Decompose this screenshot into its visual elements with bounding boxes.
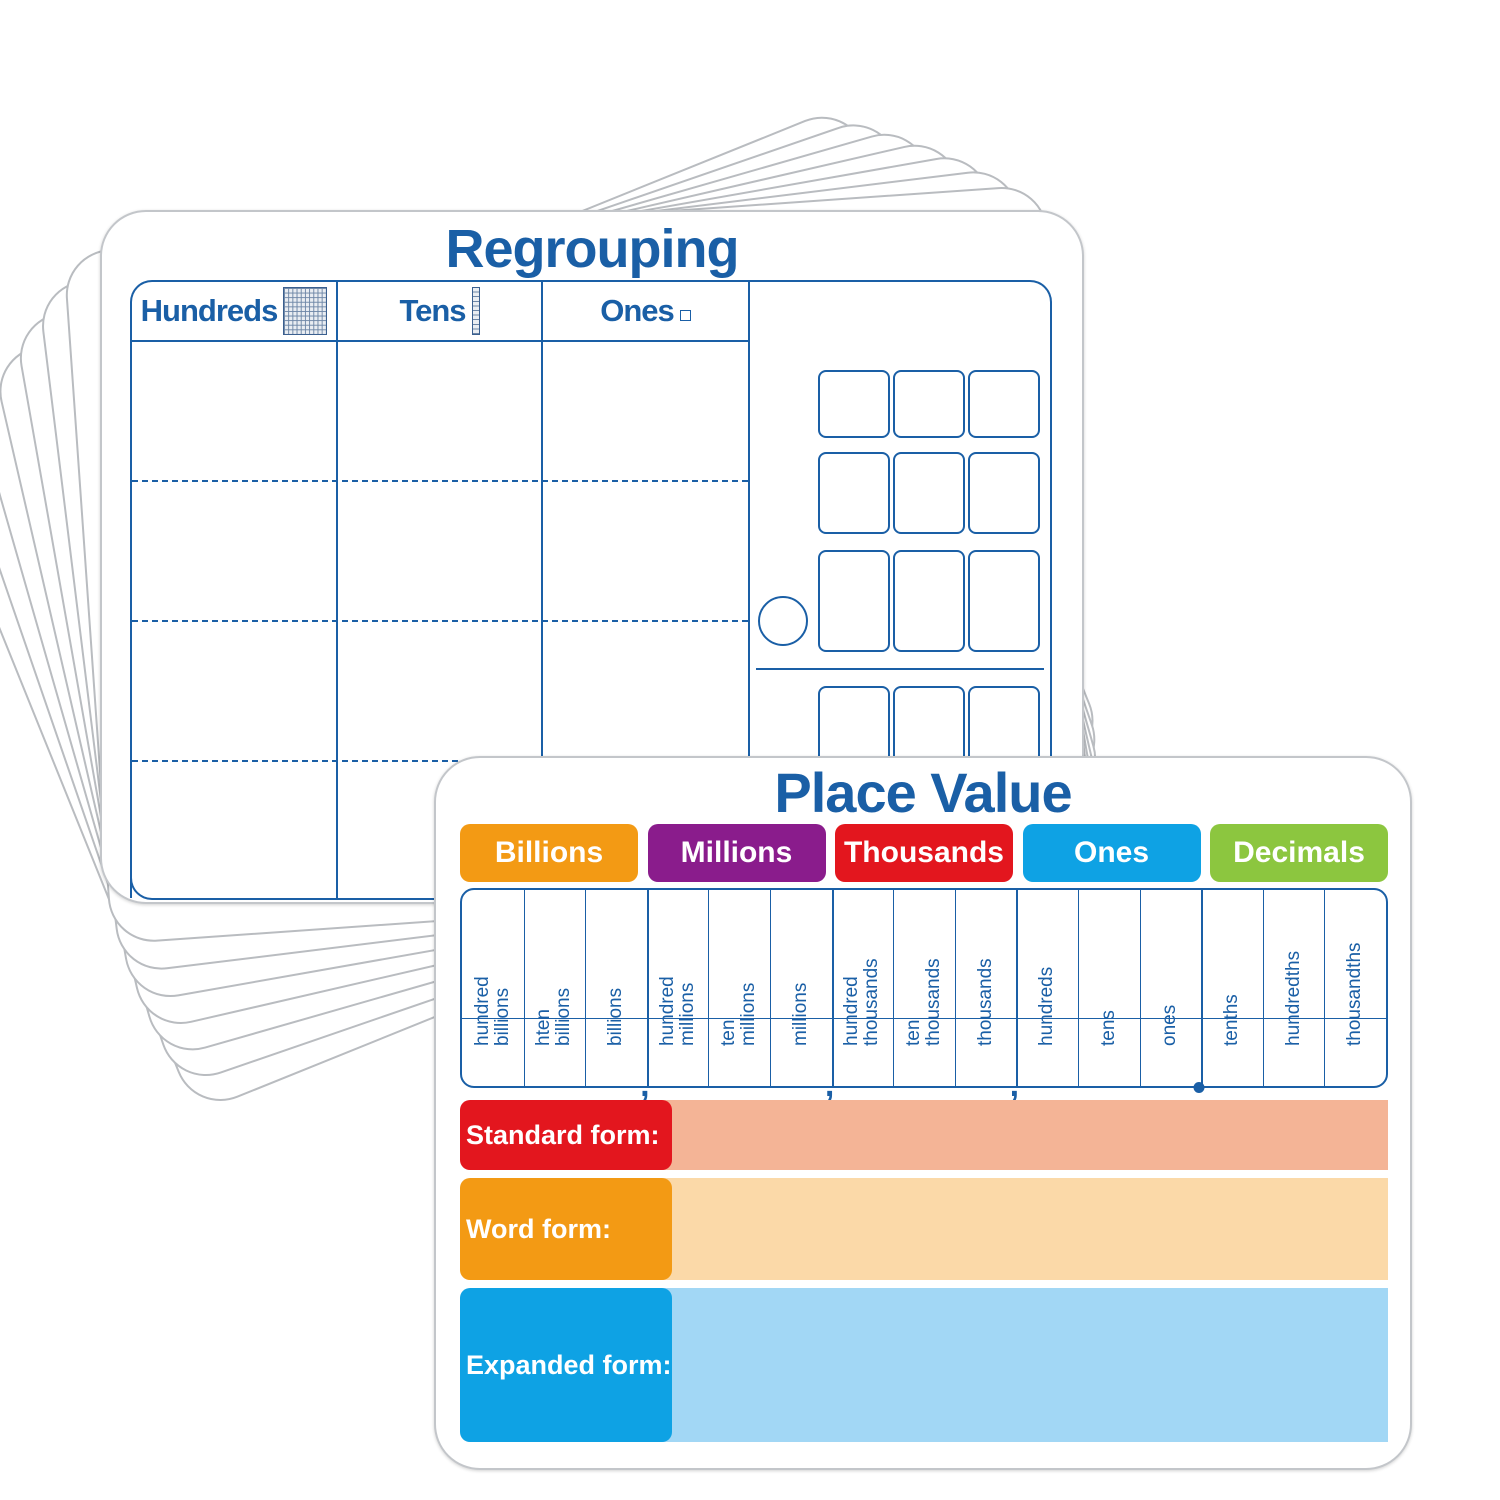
tens-label: Tens bbox=[399, 293, 466, 328]
place-column-label: hundred millions bbox=[656, 976, 698, 1046]
place-column-label: hundred billions bbox=[471, 976, 513, 1046]
comma-separator: , bbox=[1009, 1066, 1020, 1104]
period-label: Billions bbox=[460, 824, 638, 882]
place-column-label: hundredths bbox=[1282, 950, 1304, 1046]
place-column-label: thousandths bbox=[1344, 942, 1366, 1046]
ten-frame-cell bbox=[818, 550, 890, 652]
place-column: tens bbox=[1078, 890, 1141, 1086]
place-column-label: millions bbox=[789, 982, 811, 1046]
place-column: thousandths bbox=[1324, 890, 1386, 1086]
hundreds-label: Hundreds bbox=[140, 293, 279, 328]
ten-frame-cell bbox=[818, 370, 890, 438]
ones-cube-icon bbox=[679, 309, 691, 321]
place-column: billions bbox=[585, 890, 649, 1086]
place-column: ten millions bbox=[708, 890, 771, 1086]
place-column: hundreds bbox=[1016, 890, 1079, 1086]
place-column: ones bbox=[1140, 890, 1204, 1086]
ten-frame-cell bbox=[893, 550, 965, 652]
decimal-point bbox=[1193, 1082, 1205, 1093]
place-column-label: hten billions bbox=[533, 987, 575, 1046]
place-column-label: ones bbox=[1159, 1004, 1181, 1046]
ten-frame-cell bbox=[893, 370, 965, 438]
table-row-divider bbox=[462, 1018, 1386, 1019]
form-write-area bbox=[660, 1100, 1388, 1170]
place-column: hundred millions bbox=[647, 890, 710, 1086]
ones-column bbox=[543, 342, 750, 898]
form-row: Word form: bbox=[460, 1178, 1388, 1280]
period-label: Millions bbox=[647, 824, 826, 882]
period-label: Ones bbox=[1022, 824, 1201, 882]
place-column-label: ten thousands bbox=[902, 958, 944, 1046]
tens-rod-icon bbox=[471, 287, 480, 335]
ten-frame-cell bbox=[818, 452, 890, 534]
regrouping-title: Regrouping bbox=[445, 219, 740, 279]
single-circle-icon bbox=[758, 596, 808, 646]
ones-label: Ones bbox=[600, 293, 675, 328]
period-label: Decimals bbox=[1210, 824, 1388, 882]
form-label: Standard form: bbox=[460, 1100, 672, 1170]
place-column: millions bbox=[770, 890, 834, 1086]
form-label: Expanded form: bbox=[460, 1288, 672, 1442]
comma-separator: , bbox=[824, 1066, 835, 1104]
place-column-label: hundred thousands bbox=[841, 958, 883, 1046]
place-column: hundredths bbox=[1263, 890, 1326, 1086]
dashed-divider bbox=[132, 620, 748, 622]
ten-frame-cell bbox=[968, 370, 1040, 438]
place-column-label: tens bbox=[1097, 1010, 1119, 1046]
form-row: Expanded form: bbox=[460, 1288, 1388, 1442]
place-column-label: billions bbox=[604, 987, 626, 1046]
tens-header: Tens bbox=[338, 282, 543, 342]
comma-separator: , bbox=[640, 1066, 650, 1104]
place-column: hten billions bbox=[524, 890, 587, 1086]
place-value-title: Place Value bbox=[774, 761, 1072, 824]
place-column-label: tenths bbox=[1220, 994, 1242, 1046]
place-column-label: hundreds bbox=[1036, 966, 1058, 1046]
form-write-area bbox=[660, 1178, 1388, 1280]
place-column: ten thousands bbox=[893, 890, 956, 1086]
place-column-label: thousands bbox=[974, 958, 996, 1046]
place-column-label: ten millions bbox=[718, 982, 760, 1046]
period-label: Thousands bbox=[835, 824, 1013, 882]
form-row: Standard form: bbox=[460, 1100, 1388, 1170]
form-label: Word form: bbox=[460, 1178, 672, 1280]
place-value-table: hundred billions hten billions billions hun… bbox=[460, 888, 1388, 1088]
dashed-divider bbox=[132, 760, 748, 762]
hundreds-flat-icon bbox=[283, 287, 328, 335]
ones-header: Ones bbox=[543, 282, 750, 342]
form-write-area bbox=[660, 1288, 1388, 1442]
ten-frame-cell bbox=[968, 452, 1040, 534]
ten-frame-cell bbox=[893, 452, 965, 534]
place-column: hundred billions bbox=[462, 890, 525, 1086]
place-column: thousands bbox=[955, 890, 1019, 1086]
ten-frame-divider bbox=[756, 668, 1044, 670]
place-column: tenths bbox=[1201, 890, 1264, 1086]
hundreds-header: Hundreds bbox=[132, 282, 338, 342]
dashed-divider bbox=[132, 480, 748, 482]
ten-frame-cell bbox=[968, 550, 1040, 652]
place-column: hundred thousands bbox=[832, 890, 895, 1086]
